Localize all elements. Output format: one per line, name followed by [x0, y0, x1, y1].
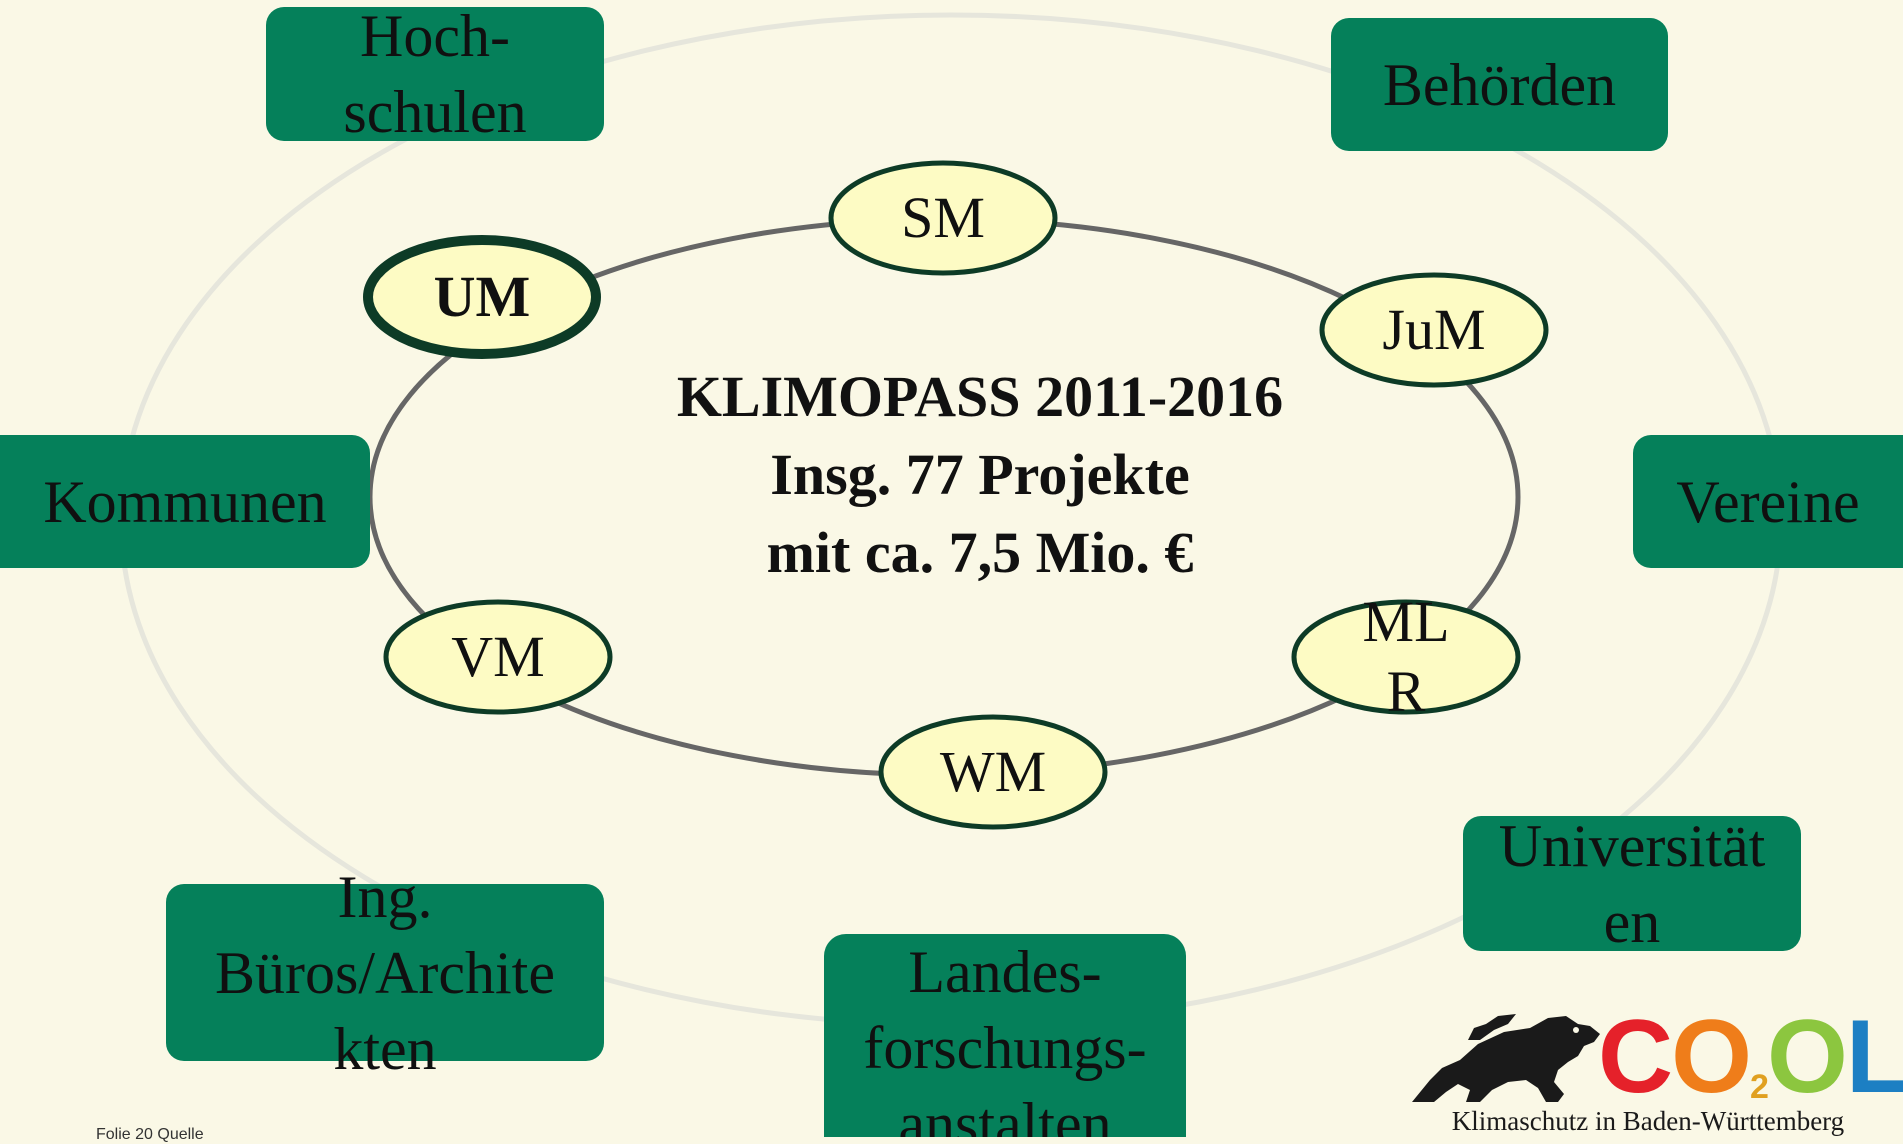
box-ing-line3: kten	[333, 1015, 437, 1082]
center-title-line3: mit ca. 7,5 Mio. €	[766, 520, 1194, 585]
box-vereine: Vereine	[1633, 435, 1903, 568]
lion-icon	[1412, 1014, 1600, 1102]
box-universitaeten-line2: en	[1603, 888, 1661, 955]
node-sm: SM	[831, 163, 1055, 273]
node-mlr-shape	[1291, 599, 1521, 715]
box-universitaeten: Universität en	[1463, 813, 1801, 955]
node-vm-label: VM	[451, 624, 545, 689]
box-kommunen-label: Kommunen	[43, 468, 327, 535]
cool-letter-o1: O	[1671, 999, 1752, 1115]
cool-subscript-2: 2	[1750, 1068, 1769, 1106]
box-ing-bueros: Ing. Büros/Archite kten	[166, 864, 604, 1082]
box-landes-line3: anstalten	[898, 1091, 1112, 1137]
center-title: KLIMOPASS 2011-2016 Insg. 77 Projekte mi…	[560, 358, 1400, 592]
node-sm-shape	[828, 160, 1058, 276]
box-ing-line1: Ing.	[337, 863, 433, 930]
node-sm-label: SM	[901, 185, 985, 250]
box-ing-line2: Büros/Archite	[215, 939, 555, 1006]
box-kommunen: Kommunen	[0, 435, 370, 568]
node-mlr: ML R	[1294, 586, 1518, 728]
node-wm: WM	[881, 717, 1105, 827]
cool-letter-o2: O	[1766, 999, 1848, 1115]
node-jum-label: JuM	[1382, 297, 1486, 362]
logo-tagline: Klimaschutz in Baden-Württemberg	[1451, 1106, 1845, 1136]
footnote: Folie 20 Quelle	[96, 1126, 204, 1143]
center-title-line1: KLIMOPASS 2011-2016	[676, 364, 1284, 429]
node-jum-shape	[1319, 272, 1549, 388]
box-landesforschungsanstalten: Landes- forschungs- anstalten	[824, 934, 1186, 1137]
cool-letter-c: C	[1598, 999, 1673, 1115]
node-jum: JuM	[1322, 275, 1546, 385]
box-landes-line2: forschungs-	[863, 1015, 1147, 1081]
box-behoerden: Behörden	[1331, 18, 1668, 151]
node-um: UM	[368, 240, 596, 354]
cool-letter-l: L	[1845, 999, 1903, 1115]
node-wm-shape	[878, 714, 1108, 830]
box-hochschulen-line1: Hoch-	[360, 3, 510, 69]
node-wm-label: WM	[939, 739, 1047, 804]
node-mlr-line2: R	[1386, 659, 1426, 724]
node-um-label: UM	[433, 264, 531, 329]
node-mlr-line1: ML	[1362, 589, 1450, 654]
center-title-line2: Insg. 77 Projekte	[770, 442, 1190, 507]
box-vereine-label: Vereine	[1676, 468, 1860, 535]
node-vm: VM	[386, 602, 610, 712]
box-landes-line1: Landes-	[908, 939, 1102, 1005]
cool-logo: CO2OL!	[1598, 1002, 1903, 1112]
box-behoerden-label: Behörden	[1382, 51, 1617, 118]
node-um-shape	[363, 235, 601, 359]
node-vm-shape	[383, 599, 613, 715]
box-universitaeten-line1: Universität	[1498, 812, 1766, 879]
box-hochschulen: Hoch- schulen	[266, 3, 604, 145]
box-hochschulen-line2: schulen	[343, 79, 527, 145]
